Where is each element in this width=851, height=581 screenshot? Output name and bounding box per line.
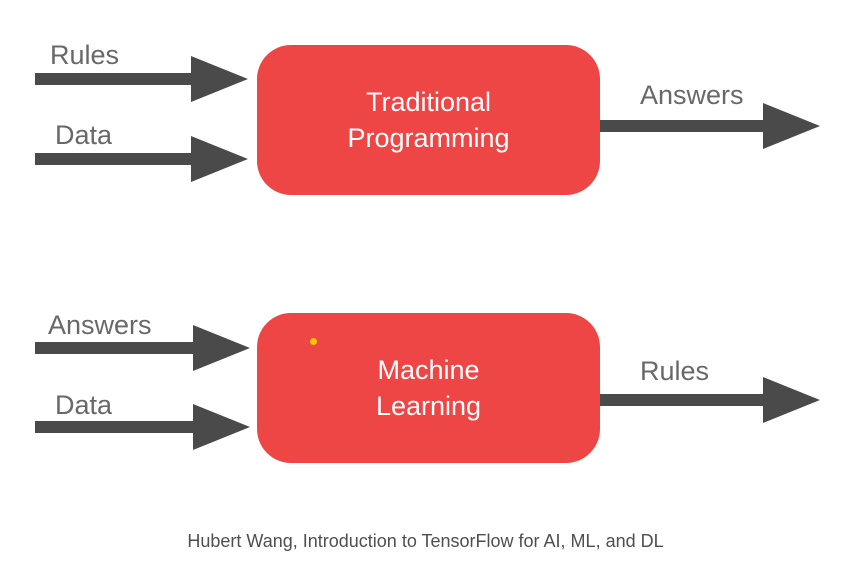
output-label-answers: Answers [640,80,744,110]
input-label-rules: Rules [50,40,120,70]
arrow-shaft [35,342,197,354]
arrow-shaft [35,153,197,165]
arrow-shaft [600,394,768,406]
arrowhead-right-icon [763,377,820,423]
arrow-shaft [35,73,197,85]
output-label-rules: Rules [640,356,710,386]
laser-pointer-dot [310,338,317,345]
input-label-data: Data [55,120,113,150]
arrow-answers-to-box [35,325,250,371]
box-label-line1: Traditional [365,87,492,117]
arrow-shaft [600,120,768,132]
arrow-data-to-box [35,136,248,182]
slide-caption: Hubert Wang, Introduction to TensorFlow … [187,531,664,551]
arrowhead-right-icon [191,136,248,182]
arrowhead-right-icon [193,404,250,450]
box-label-line2: Programming [347,123,510,153]
process-box-traditional-programming: Traditional Programming [257,45,600,195]
box-label-line1: Machine [377,355,480,385]
arrowhead-right-icon [193,325,250,371]
box-label-line2: Learning [375,391,482,421]
input-label-data: Data [55,390,113,420]
arrow-data-to-box [35,404,250,450]
input-label-answers: Answers [48,310,152,340]
arrowhead-right-icon [191,56,248,102]
arrowhead-right-icon [763,103,820,149]
arrow-shaft [35,421,197,433]
arrow-box-to-answers [600,103,820,149]
process-box-machine-learning: Machine Learning [257,313,600,463]
arrow-rules-to-box [35,56,248,102]
arrow-box-to-rules [600,377,820,423]
